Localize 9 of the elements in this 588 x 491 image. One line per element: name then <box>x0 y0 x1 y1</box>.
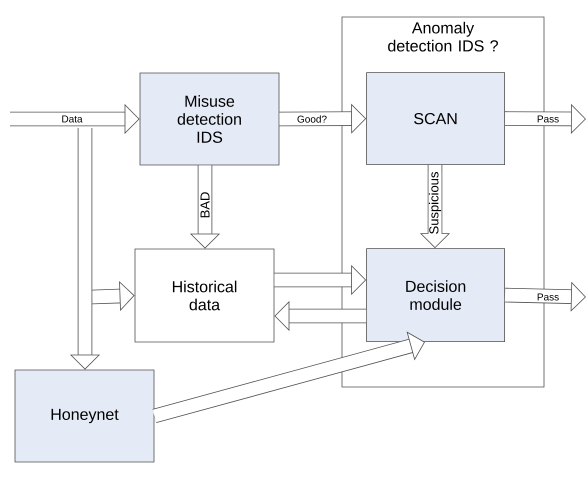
process-box: SCAN <box>366 72 505 165</box>
edge-label: BAD <box>200 191 210 219</box>
process-box: Decision module <box>366 248 505 342</box>
process-box: Historical data <box>134 248 274 342</box>
edge-label: Suspicious <box>428 171 442 235</box>
process-box: Misuse detection IDS <box>140 72 280 166</box>
edge-label: Data <box>60 115 84 123</box>
block-arrow <box>152 331 425 424</box>
process-box: Honeynet <box>14 370 154 462</box>
